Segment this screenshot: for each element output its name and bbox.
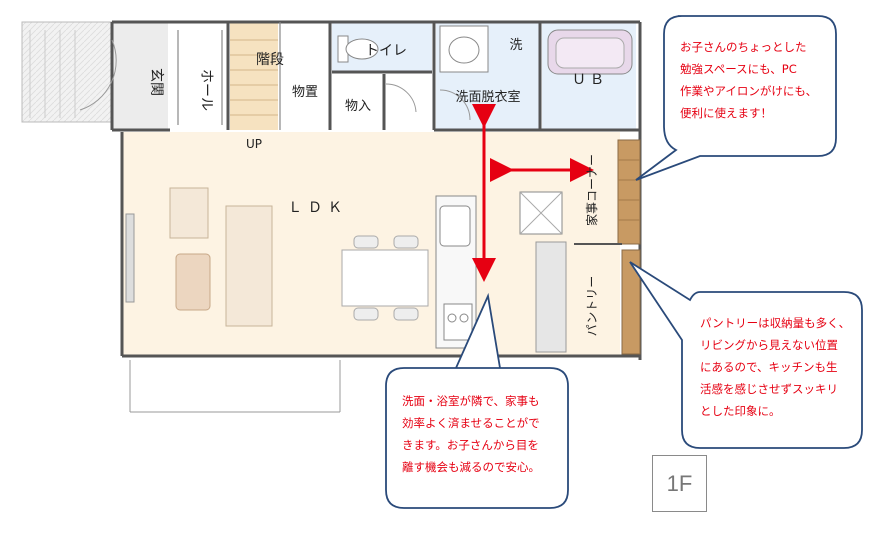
label-toilet: トイレ <box>365 43 407 59</box>
dining-set <box>341 235 429 321</box>
callout-line: 作業やアイロンがけにも、 <box>680 84 818 98</box>
callout-bubble-top-right <box>635 15 837 181</box>
callout-line: 便利に使えます！ <box>680 106 772 120</box>
callout-line: 勉強スペースにも、PC <box>680 62 797 76</box>
terrace <box>129 360 341 413</box>
sofa <box>225 205 273 327</box>
kitchen-counter <box>435 195 477 349</box>
callout-line: 効率よく済ませることがで <box>402 416 540 430</box>
label-up: UP <box>246 137 262 151</box>
washroom-door <box>439 89 471 121</box>
label-pantry: パントリー <box>585 276 599 337</box>
label-bath: ＵＢ <box>572 72 608 88</box>
closet-floor <box>332 74 384 130</box>
callout-line: とした印象に。 <box>700 404 781 418</box>
stair-steps <box>230 39 278 116</box>
coffee-table <box>175 253 211 311</box>
closet-door <box>385 83 417 113</box>
stairs-floor <box>230 22 278 130</box>
callout-line: パントリーは収納量も多く、 <box>700 316 851 330</box>
housework-counter <box>617 139 641 245</box>
label-closet: 物入 <box>345 99 371 114</box>
label-hall: ホール <box>198 69 214 111</box>
label-washer: 洗 <box>509 38 522 53</box>
callout-line: 洗面・浴室が隣で、家事も <box>402 394 540 408</box>
tv-board <box>125 213 135 303</box>
callout-bubble-bottom-center <box>385 292 569 509</box>
pantry-shelf <box>621 249 641 355</box>
callout-bubble-bottom-right <box>629 261 863 449</box>
label-housework: 家事コーナー <box>584 154 599 226</box>
entrance-floor <box>112 22 168 130</box>
callout-line: 活感を感じさせずスッキリ <box>700 382 838 396</box>
thin-walls <box>177 22 281 130</box>
porch <box>21 21 113 123</box>
label-storage: 物置 <box>292 85 318 100</box>
toilet-fixture <box>337 35 379 63</box>
label-entrance: 玄関 <box>148 68 165 96</box>
label-washroom: 洗面脱衣室 <box>455 89 520 105</box>
callout-line: 離す機会も減るので安心。 <box>402 460 540 474</box>
callout-line: リビングから見えない位置 <box>700 338 838 352</box>
fridge <box>519 191 563 235</box>
storage-floor <box>280 22 330 130</box>
callout-text-bottom-right: パントリーは収納量も多く、 リビングから見えない位置 にあるので、キッチンも生 … <box>700 312 850 422</box>
label-stairs: 階段 <box>256 52 284 68</box>
callout-line: お子さんのちょっとした <box>680 40 807 54</box>
floor-badge: 1F <box>652 455 707 512</box>
washbasin <box>439 25 489 73</box>
hall-floor <box>168 22 228 130</box>
entrance-door <box>79 39 117 111</box>
armchair <box>169 187 209 239</box>
callout-line: きます。お子さんから目を <box>402 438 539 452</box>
callout-text-bottom-center: 洗面・浴室が隣で、家事も 効率よく済ませることがで きます。お子さんから目を 離… <box>402 390 540 478</box>
bathtub <box>547 29 633 75</box>
back-shelf <box>535 241 567 353</box>
callout-text-top-right: お子さんのちょっとした 勉強スペースにも、PC 作業やアイロンがけにも、 便利に… <box>680 36 817 124</box>
label-ldk: ＬＤＫ <box>288 200 348 216</box>
callout-line: にあるので、キッチンも生 <box>700 360 838 374</box>
